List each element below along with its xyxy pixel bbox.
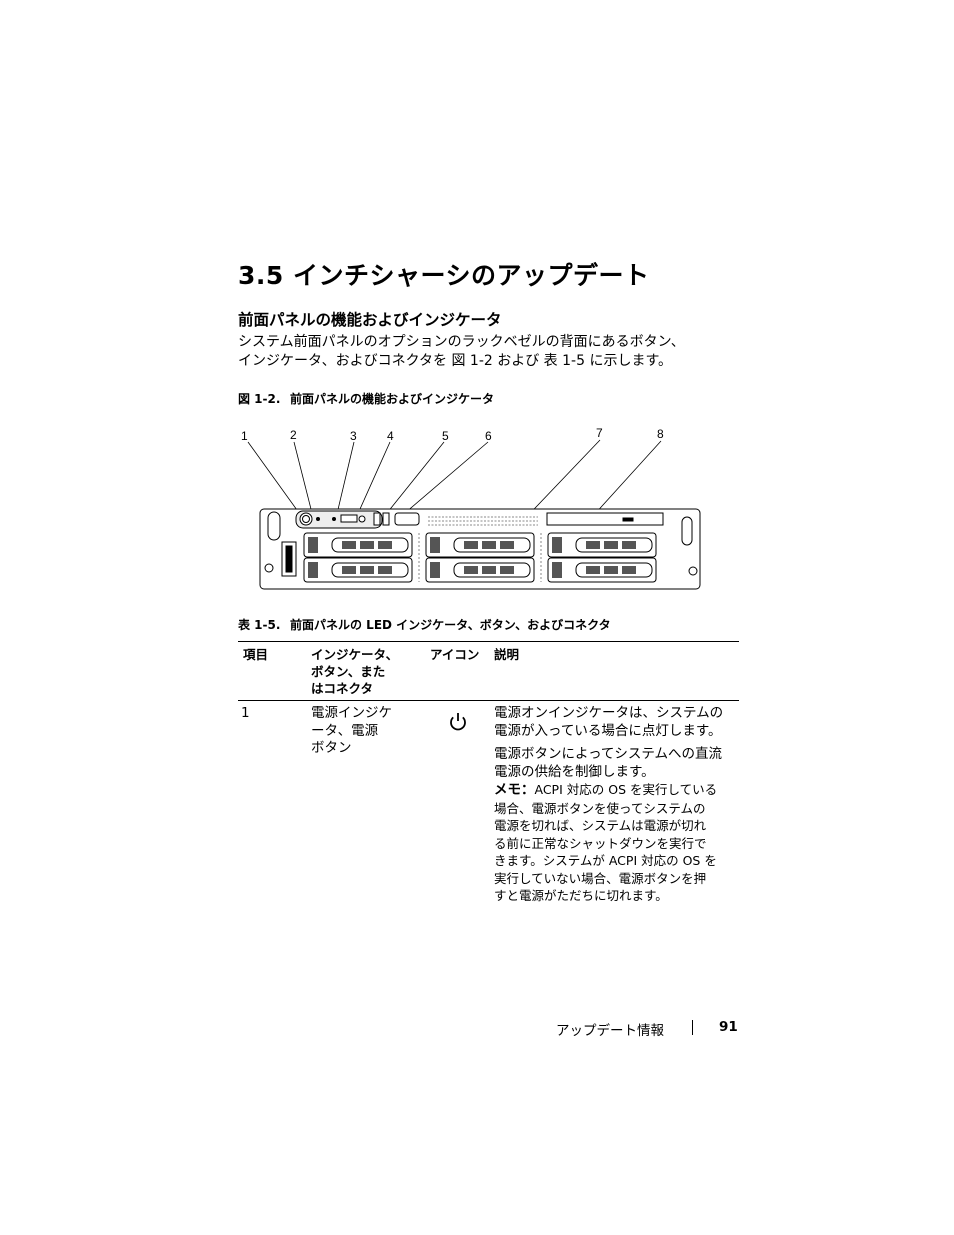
row-name-line: ータ、電源 xyxy=(311,722,379,739)
intro-paragraph: システム前面パネルのオプションのラックベゼルの背面にあるボタン、 インジケータ、… xyxy=(238,333,738,371)
callout-leader-lines xyxy=(247,439,662,550)
row-description: 電源ボタンによってシステムへの直流 電源の供給を制御します。 xyxy=(494,746,722,781)
footer-section-name: アップデート情報 xyxy=(556,1023,664,1039)
row-name-line: 電源インジケ xyxy=(311,705,392,721)
callout-number: 8 xyxy=(657,427,664,441)
callout-number: 1 xyxy=(241,429,248,443)
server-front-panel-illustration: 1 2 3 4 5 6 7 8 xyxy=(241,426,701,590)
footer-separator xyxy=(692,1020,693,1035)
table-header-description: 説明 xyxy=(494,647,520,662)
subsection-title: 前面パネルの機能およびインジケータ xyxy=(238,311,502,329)
row-description: 電源オンインジケータは、システムの 電源が入っている場合に点灯します。 xyxy=(494,705,723,740)
page-number: 91 xyxy=(719,1019,738,1035)
row-note: メモ：ACPI 対応の OS を実行している 場合、電源ボタンを使ってシステムの… xyxy=(494,781,717,905)
intro-line: システム前面パネルのオプションのラックベゼルの背面にあるボタン、 xyxy=(238,334,685,350)
section-title: 3.5 インチシャーシのアップデート xyxy=(238,261,650,290)
callout-number: 5 xyxy=(442,429,449,443)
note-line: すと電源がただちに切れます。 xyxy=(494,888,668,903)
header-line: はコネクタ xyxy=(311,681,374,696)
row-name-line: ボタン xyxy=(311,740,352,756)
note-label: メモ： xyxy=(494,782,535,798)
note-line: ACPI 対応の OS を実行している xyxy=(534,782,718,797)
callout-number: 4 xyxy=(387,429,394,443)
figure-caption: 図 1-2. 前面パネルの機能およびインジケータ xyxy=(238,390,494,407)
callout-number: 7 xyxy=(596,426,603,440)
note-line: 電源を切れば、システムは電源が切れ xyxy=(494,818,707,833)
figure-caption-text: 前面パネルの機能およびインジケータ xyxy=(290,392,495,406)
description-line: 電源の供給を制御します。 xyxy=(494,763,655,780)
table-header-name: インジケータ、 ボタン、また はコネクタ xyxy=(311,646,398,697)
header-line: ボタン、また xyxy=(311,664,386,679)
table-caption: 表 1-5. 前面パネルの LED インジケータ、ボタン、およびコネクタ xyxy=(238,616,611,633)
table-header-icon: アイコン xyxy=(430,647,480,662)
table-caption-text: 前面パネルの LED インジケータ、ボタン、およびコネクタ xyxy=(290,618,611,632)
note-line: る前に正常なシャットダウンを実行で xyxy=(494,835,707,851)
server-front-panel-figure: 1 2 3 4 5 6 7 8 xyxy=(238,425,708,599)
table-header-item: 項目 xyxy=(243,647,269,662)
figure-number: 図 1-2. xyxy=(238,392,281,406)
note-line: きます。システムが ACPI 対応の OS を xyxy=(494,853,717,868)
description-line: 電源が入っている場合に点灯します。 xyxy=(494,722,722,739)
table-header-rule xyxy=(238,700,739,701)
row-name: 電源インジケ ータ、電源 ボタン xyxy=(311,705,392,758)
power-icon xyxy=(448,711,468,737)
description-line: 電源ボタンによってシステムへの直流 xyxy=(494,746,723,762)
table-top-rule xyxy=(238,641,739,642)
note-line: 実行していない場合、電源ボタンを押 xyxy=(494,870,707,886)
table-number: 表 1-5. xyxy=(238,618,281,632)
callout-number: 6 xyxy=(485,429,492,443)
row-item-number: 1 xyxy=(241,705,250,721)
callout-number: 2 xyxy=(290,428,297,442)
note-line: 場合、電源ボタンを使ってシステムの xyxy=(494,800,706,816)
description-line: 電源オンインジケータは、システムの xyxy=(494,705,724,721)
drive-bays xyxy=(303,532,657,583)
callout-number: 3 xyxy=(350,429,357,443)
intro-line: インジケータ、およびコネクタを 図 1-2 および 表 1-5 に示します。 xyxy=(238,353,673,369)
header-line: インジケータ、 xyxy=(311,647,399,662)
